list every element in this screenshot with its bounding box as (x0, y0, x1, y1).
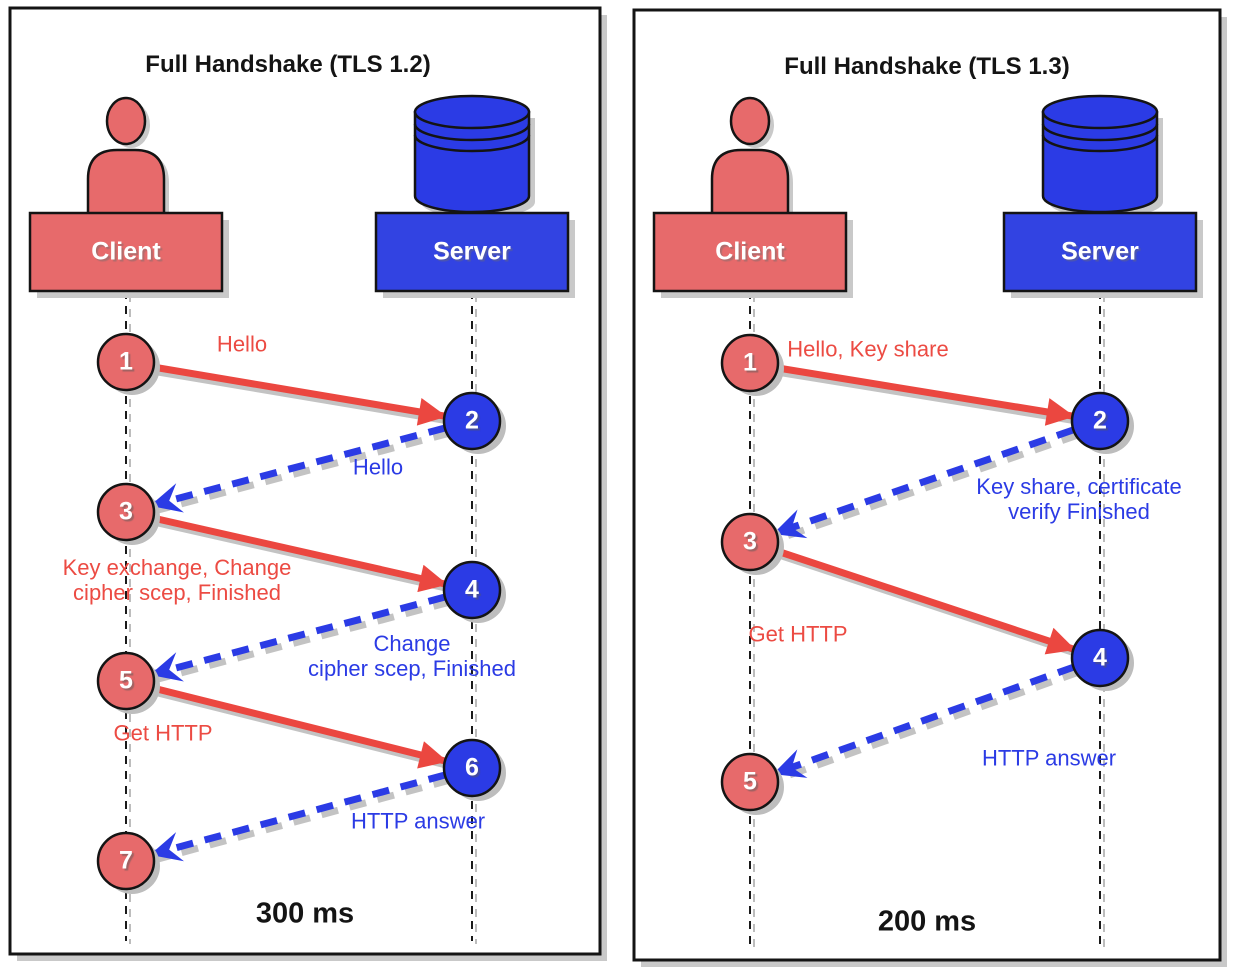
step-node-label-3: 3 (743, 527, 757, 556)
server-box-label: Server (1061, 237, 1139, 266)
panel-title-tls12: Full Handshake (TLS 1.2) (145, 51, 431, 78)
client-box (652, 211, 853, 298)
server-box (374, 211, 575, 298)
client-box-label: Client (91, 237, 161, 266)
step-node-label-4: 4 (465, 575, 479, 604)
client-lifeline (749, 291, 755, 949)
step-node-1 (96, 332, 160, 395)
total-time-tls13: 200 ms (877, 905, 977, 938)
message-arrow-4-5 (772, 663, 1081, 782)
message-label-http-answer: HTTP answer (350, 808, 486, 834)
message-label-line: cipher scep, Finished (73, 580, 281, 605)
step-node-4 (442, 560, 506, 623)
step-node-3 (720, 512, 784, 575)
client-box (28, 211, 229, 298)
message-label-line: Key share, certificate (976, 474, 1182, 499)
message-arrow-5-6 (152, 684, 451, 770)
message-arrow-6-7 (149, 771, 451, 863)
client-person-icon (710, 96, 793, 218)
total-time-tls12: 300 ms (255, 897, 355, 930)
step-node-label-1: 1 (743, 348, 757, 377)
step-node-3 (96, 482, 160, 545)
message-label-get-http: Get HTTP (748, 621, 848, 647)
step-node-label-4: 4 (1093, 643, 1107, 672)
message-arrow-3-4 (775, 547, 1080, 658)
server-box-label: Server (433, 237, 511, 266)
message-arrow-2-3 (772, 426, 1080, 542)
message-arrow-3-4 (152, 514, 451, 593)
message-label-get-http: Get HTTP (113, 720, 213, 746)
message-label-change-cipher: Change cipher scep, Finished (308, 631, 516, 681)
panel-title-tls13: Full Handshake (TLS 1.3) (784, 53, 1070, 80)
step-node-6 (442, 738, 506, 801)
message-arrow-1-2 (152, 363, 450, 426)
message-label-key-exchange: Key exchange, Change cipher scep, Finish… (63, 555, 292, 605)
client-box-label: Client (715, 237, 785, 266)
step-node-label-5: 5 (743, 767, 757, 796)
message-arrow-4-5 (149, 593, 451, 683)
step-node-label-6: 6 (465, 753, 479, 782)
step-node-5 (720, 752, 784, 815)
panel-tls12 (8, 6, 607, 961)
step-node-7 (96, 831, 160, 894)
step-node-label-5: 5 (119, 666, 133, 695)
step-node-1 (720, 333, 784, 396)
message-label-key-share-certificate: Key share, certificate verify Finished (976, 474, 1181, 524)
message-label-hello-key-share: Hello, Key share (787, 336, 949, 362)
step-node-label-3: 3 (119, 497, 133, 526)
message-label-line: verify Finished (1008, 499, 1150, 524)
message-label-server-hello: Hello (352, 454, 404, 480)
message-label-line: Key exchange, Change (62, 555, 292, 580)
step-node-label-7: 7 (119, 846, 133, 875)
step-node-2 (442, 391, 506, 454)
server-box (1002, 211, 1203, 298)
client-person-icon (86, 96, 169, 218)
message-label-http-answer: HTTP answer (981, 745, 1117, 771)
step-node-label-1: 1 (119, 347, 133, 376)
message-arrow-2-3 (149, 424, 451, 514)
server-database-icon (1041, 94, 1163, 218)
panel-tls13 (632, 8, 1227, 967)
message-arrow-1-2 (777, 364, 1078, 426)
step-node-label-2: 2 (1093, 406, 1107, 435)
step-node-2 (1070, 391, 1134, 454)
message-label-client-hello: Hello (216, 331, 268, 357)
server-database-icon (413, 94, 535, 218)
step-node-5 (96, 651, 160, 714)
step-node-label-2: 2 (465, 406, 479, 435)
step-node-4 (1070, 628, 1134, 691)
message-label-line: Change (373, 631, 451, 656)
message-label-line: cipher scep, Finished (308, 656, 516, 681)
